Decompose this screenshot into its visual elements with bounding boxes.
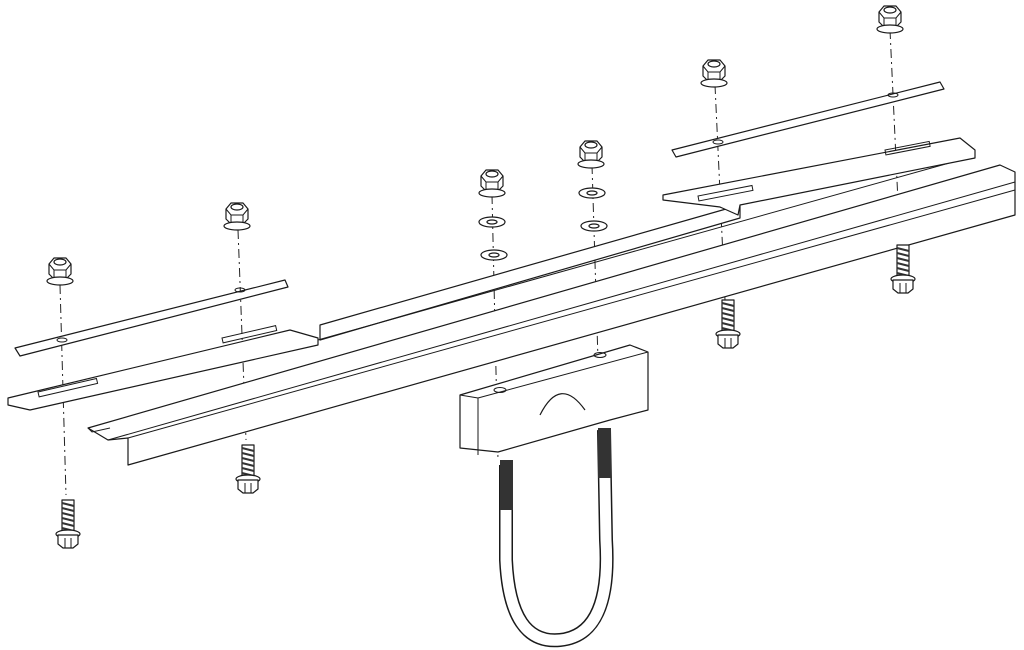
nut-icon — [700, 59, 728, 88]
bolt-icon — [715, 299, 741, 349]
bolt-icon — [890, 244, 916, 294]
washer-icon — [580, 220, 608, 232]
nut-icon — [223, 202, 251, 231]
nut-icon — [478, 169, 506, 198]
nut-icon — [46, 257, 74, 286]
nut-icon — [577, 140, 605, 169]
right-plate — [662, 137, 976, 216]
left-strip — [14, 279, 289, 357]
washer-icon — [478, 216, 506, 228]
nut-icon — [876, 5, 904, 34]
left-plate — [7, 325, 319, 411]
right-strip — [671, 81, 945, 158]
washer-icon — [480, 249, 508, 261]
saddle-clamp — [459, 344, 649, 455]
bolt-icon — [235, 444, 261, 494]
u-bolt — [499, 393, 614, 648]
washer-icon — [578, 187, 606, 199]
bolt-icon — [55, 499, 81, 549]
channel-rail — [87, 159, 1016, 466]
